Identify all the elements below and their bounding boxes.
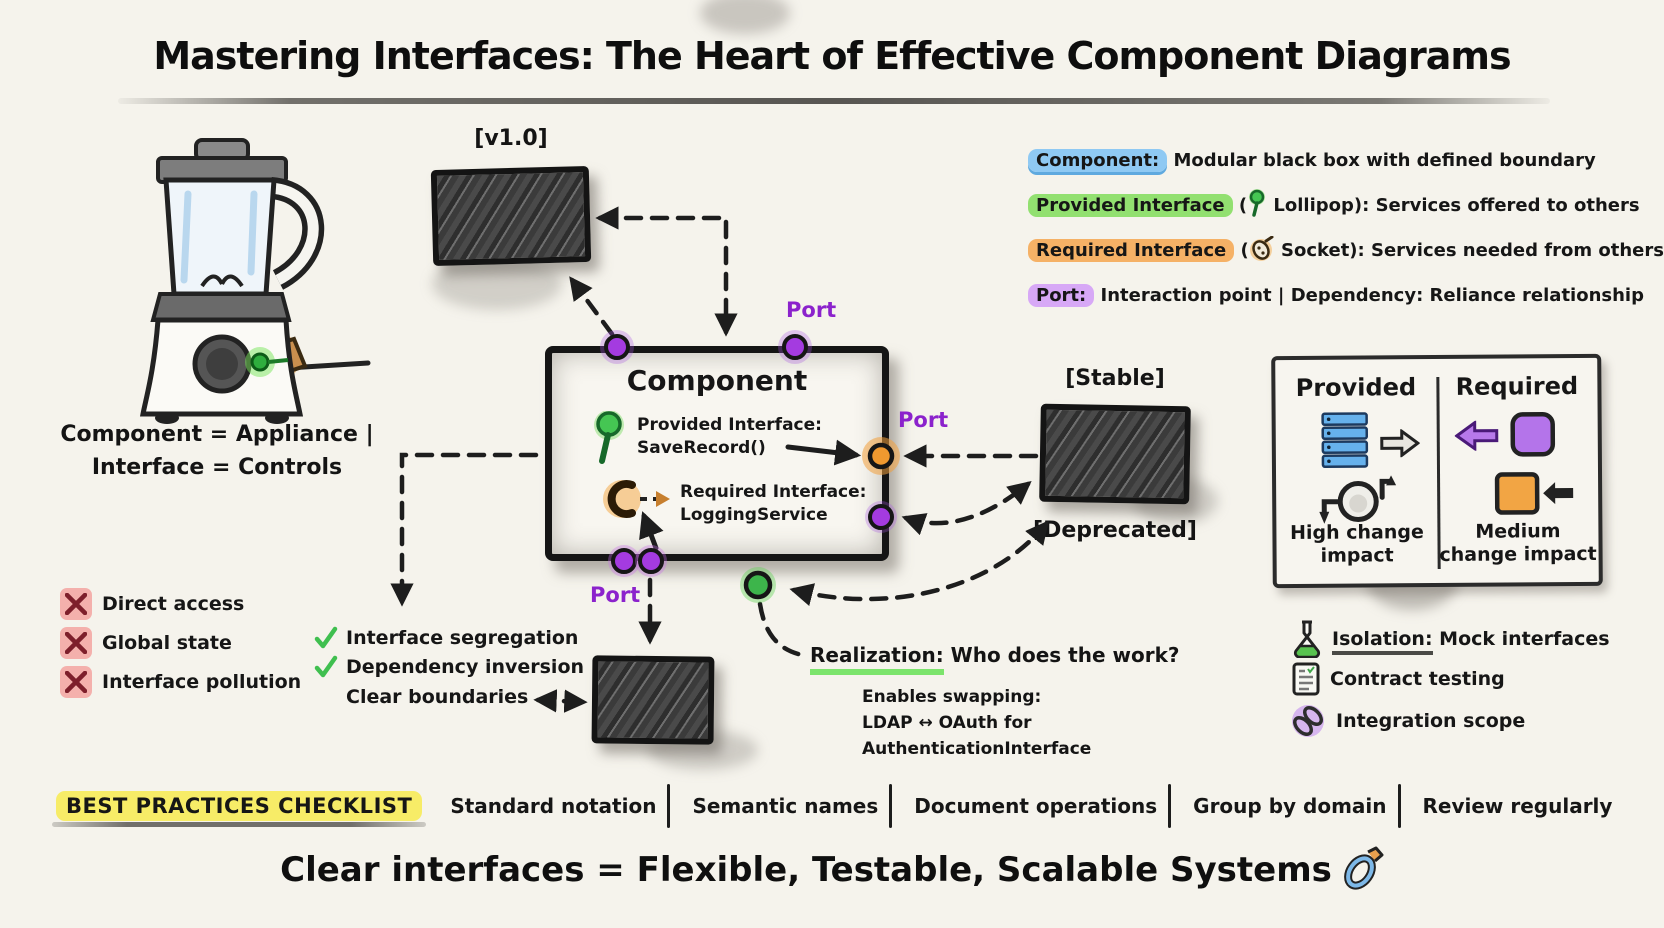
provides-arrow-icon — [1380, 429, 1420, 458]
provided-interface-operation: SaveRecord() — [637, 438, 766, 458]
lollipop-icon — [1249, 189, 1266, 217]
dependency-stable-to-purple-port — [901, 481, 1032, 536]
provided-interface-label: Provided Interface: — [637, 415, 822, 435]
testing-row-contract: Contract testing — [1292, 662, 1505, 696]
change-cycle-icon — [1319, 475, 1397, 524]
green-check-icon — [314, 655, 338, 678]
red-x-icon — [60, 588, 92, 620]
flask-icon — [1294, 620, 1320, 658]
checklist-item: Review regularly — [1422, 794, 1613, 818]
purple-interface-square-icon — [1510, 412, 1556, 457]
stable-component-box — [1039, 403, 1191, 505]
checklist-separator — [1168, 784, 1172, 828]
required-impact-caption: Medium change impact — [1439, 520, 1597, 566]
analogy-caption-line2: Interface = Controls — [91, 455, 343, 480]
realization-term: Realization: — [810, 643, 944, 675]
good-practice-row: Clear boundaries — [346, 686, 529, 708]
analogy-caption-line1: Component = Appliance | — [60, 422, 374, 447]
contract-doc-icon — [1292, 662, 1320, 696]
anti-pattern-row: Direct access — [60, 588, 244, 620]
blender-illustration-icon — [139, 138, 371, 424]
testing-row-integration: Integration scope — [1290, 703, 1525, 739]
checklist-title-wrap: BEST PRACTICES CHECKLIST — [52, 791, 427, 827]
dependency-clear-boundaries — [533, 689, 588, 713]
legend-component-line: Component: Modular black box with define… — [1028, 138, 1664, 183]
anti-pattern-row: Global state — [60, 627, 232, 659]
chain-link-icon — [1292, 705, 1324, 737]
realization-detail: Enables swapping: LDAP ↔ OAuth for Authe… — [862, 687, 1092, 759]
change-impact-panel: Provided High change — [1271, 353, 1603, 589]
title-underline — [118, 98, 1550, 104]
component-title: Component — [626, 364, 808, 397]
deprecated-tag: [Deprecated] — [1033, 518, 1197, 543]
socket-icon — [603, 480, 670, 518]
realizing-component-box — [591, 655, 715, 745]
version-tag: [v1.0] — [474, 126, 548, 151]
dependency-port-to-v1 — [569, 276, 615, 337]
server-stack-icon — [1321, 412, 1369, 469]
port-label-right: Port — [898, 408, 949, 432]
provided-column-header: Provided — [1295, 373, 1417, 402]
legend-port-line: Port: Interaction point | Dependency: Re… — [1028, 273, 1664, 318]
legend-provided-line: Provided Interface ( Lollipop): Services… — [1028, 183, 1664, 228]
required-interface-name: LoggingService — [680, 505, 828, 525]
paper-smudge — [432, 258, 562, 310]
best-practices-checklist: BEST PRACTICES CHECKLIST Standard notati… — [52, 783, 1612, 829]
port-label-top: Port — [786, 298, 837, 322]
red-x-icon — [60, 666, 92, 698]
required-interface-label: Required Interface: — [680, 482, 867, 502]
checklist-separator — [889, 784, 893, 828]
isolation-term: Isolation: — [1332, 628, 1433, 655]
link-plug-icon — [1343, 846, 1384, 890]
legend-required-term: Required Interface — [1028, 239, 1235, 262]
good-practice-row: Dependency inversion — [314, 655, 584, 679]
checklist-item: Document operations — [914, 794, 1158, 818]
stable-tag: [Stable] — [1065, 366, 1165, 391]
required-column-header: Required — [1455, 372, 1579, 401]
realization-heading: Realization: Who does the work? — [810, 643, 1179, 675]
versioned-component-box — [430, 165, 592, 267]
checklist-title-underline — [52, 822, 427, 827]
testing-row-isolation: Isolation: Mock interfaces — [1292, 620, 1610, 658]
component-box: Component Provided Interface: SaveRecord… — [545, 346, 889, 561]
legend-component-term: Component: — [1028, 149, 1168, 172]
good-practice-row: Interface segregation — [314, 626, 578, 650]
port-label-bottom: Port — [590, 583, 641, 607]
legend-required-line: Required Interface ( Socket): Services n… — [1028, 228, 1664, 273]
orange-interface-square-icon — [1494, 472, 1574, 515]
page-title: Mastering Interfaces: The Heart of Effec… — [153, 34, 1511, 78]
checklist-separator — [667, 784, 671, 828]
legend-provided-term: Provided Interface — [1028, 194, 1233, 217]
legend-port-term: Port: — [1028, 284, 1095, 307]
tagline: Clear interfaces = Flexible, Testable, S… — [0, 846, 1664, 890]
green-check-icon — [314, 626, 338, 649]
checklist-item: Semantic names — [692, 794, 879, 818]
checklist-title: BEST PRACTICES CHECKLIST — [56, 791, 423, 821]
anti-pattern-row: Interface pollution — [60, 666, 301, 698]
checklist-separator — [1397, 784, 1401, 828]
socket-icon — [1249, 236, 1274, 261]
dependency-left-elbow — [390, 452, 539, 607]
checklist-item: Group by domain — [1193, 794, 1387, 818]
checklist-item: Standard notation — [450, 794, 657, 818]
requires-arrow-icon — [1454, 420, 1499, 451]
legend: Component: Modular black box with define… — [1028, 138, 1664, 318]
lollipop-icon — [594, 411, 624, 464]
paper-smudge — [700, 0, 790, 34]
dependency-v1-to-component — [595, 206, 738, 337]
realization-interface-dot — [740, 567, 776, 603]
provided-impact-caption: High change impact — [1289, 521, 1424, 567]
red-x-icon — [60, 627, 92, 659]
callout-green-to-realization — [757, 601, 805, 658]
